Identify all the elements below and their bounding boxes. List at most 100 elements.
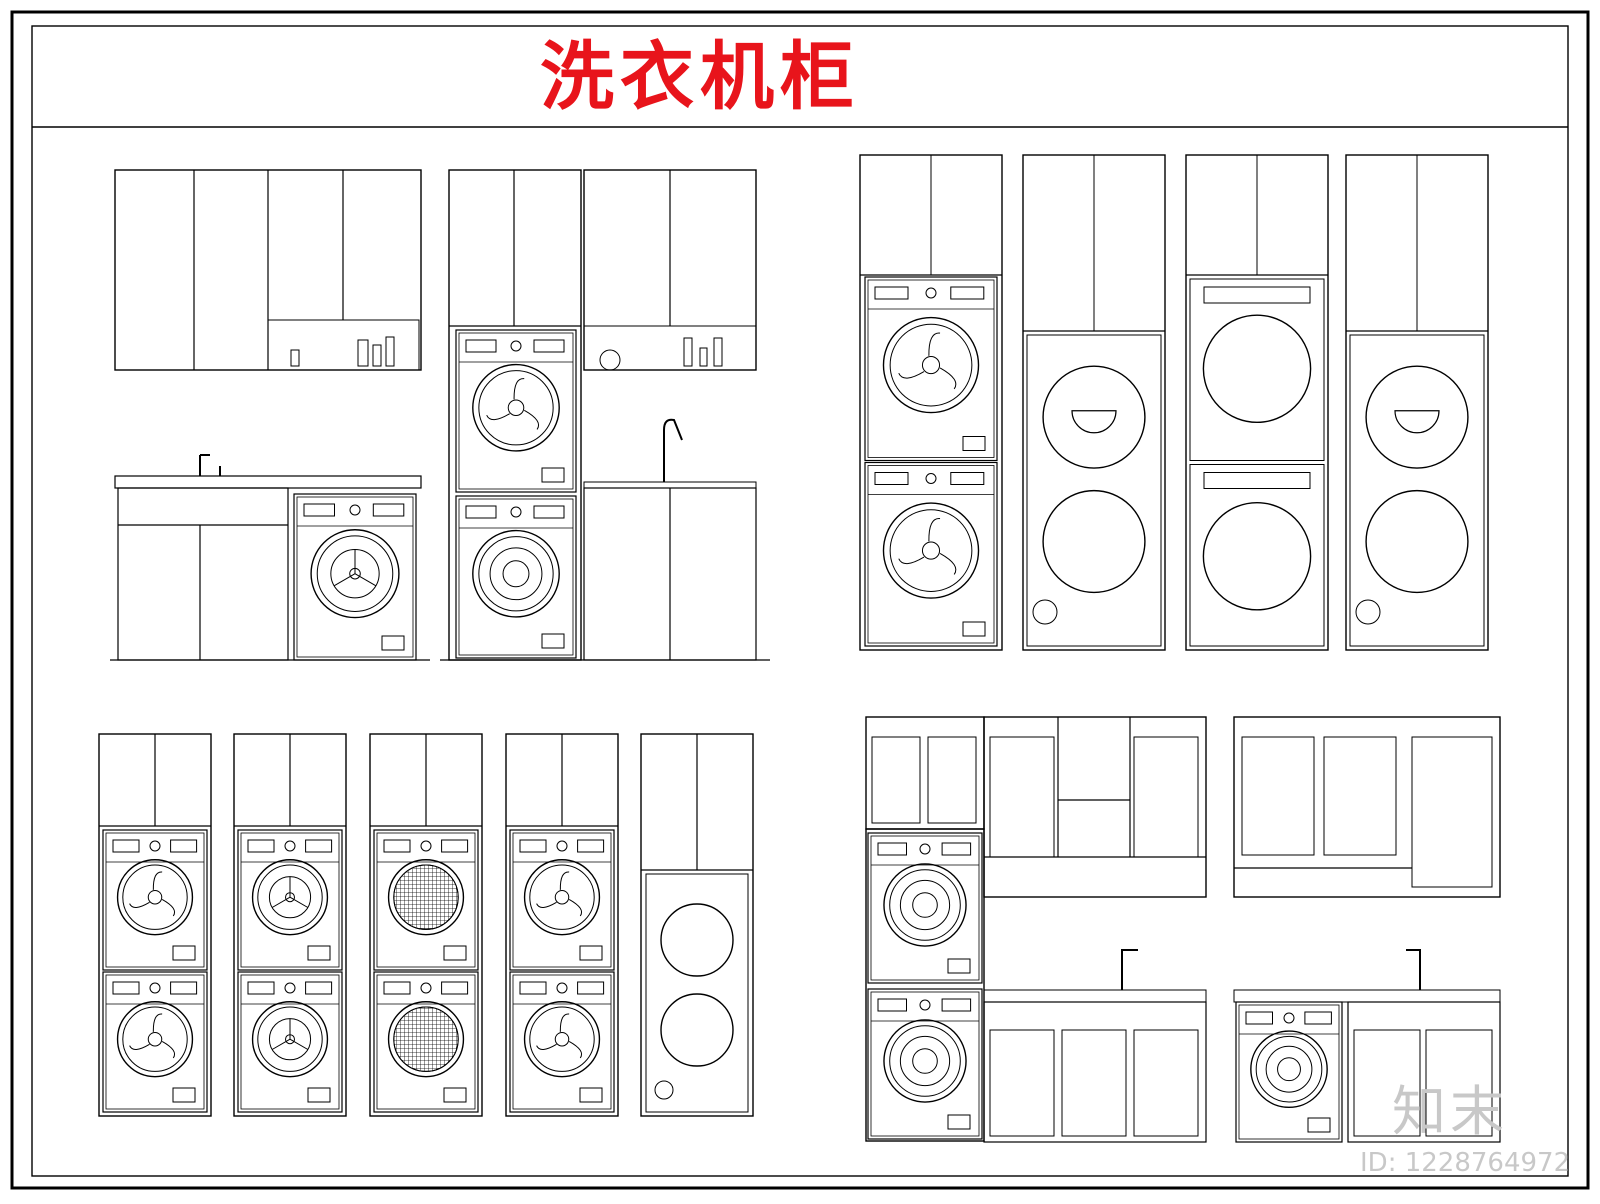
bottle-icon — [700, 348, 707, 366]
display-panel — [442, 982, 468, 994]
detergent-drawer — [113, 982, 139, 994]
front-load-washer-icon — [294, 494, 416, 660]
countertop — [584, 482, 756, 488]
drum-paddle — [162, 899, 174, 916]
front-load-washer-icon — [456, 496, 576, 658]
drum-hub — [555, 890, 568, 903]
bowl-icon — [600, 350, 620, 370]
door-glass — [123, 865, 187, 929]
dial-knob — [557, 983, 567, 993]
dial-knob — [1284, 1013, 1294, 1023]
filter-hatch — [580, 1088, 602, 1102]
washer-inner-edge — [871, 836, 979, 980]
drum-ring — [900, 1036, 949, 1085]
upper-handle — [1395, 411, 1439, 433]
bottle-icon — [358, 340, 368, 366]
washer-inner-edge — [106, 975, 204, 1109]
upper-panel — [1204, 287, 1310, 303]
dial-knob — [150, 841, 160, 851]
display-panel — [171, 840, 197, 852]
lower-drum — [1203, 503, 1310, 610]
front-load-washer-icon — [510, 830, 614, 970]
front-load-washer-icon — [868, 833, 982, 983]
front-load-washer-icon — [103, 830, 207, 970]
drum-hub — [555, 1032, 568, 1045]
full-wall-laundry-elevation-left — [866, 717, 1206, 1142]
drum-spoke — [355, 574, 376, 586]
lower-drum — [1366, 491, 1468, 593]
drum-hub — [922, 357, 939, 374]
front-load-washer-icon — [510, 972, 614, 1112]
drum-paddle — [524, 410, 538, 429]
lower-drum — [661, 994, 733, 1066]
bottle-icon — [714, 338, 722, 366]
door-ring — [883, 318, 978, 413]
filter-hatch — [173, 946, 195, 960]
tall-cabinet — [866, 829, 984, 1141]
drum-paddle — [929, 519, 940, 542]
drum-paddle — [929, 333, 940, 356]
filter-hatch — [542, 468, 564, 482]
drum-paddle — [487, 414, 510, 420]
base-cabinet — [118, 488, 288, 660]
small-column-combo — [641, 734, 753, 1116]
small-column — [370, 734, 482, 1116]
small-stacked-column-elevations — [99, 734, 753, 1116]
washer-inner-edge — [106, 833, 204, 967]
washer-body — [294, 494, 416, 660]
drum-paddle — [537, 902, 557, 907]
outline — [928, 737, 976, 823]
detergent-drawer — [520, 840, 546, 852]
detergent-drawer — [520, 982, 546, 994]
display-panel — [1305, 1012, 1332, 1024]
drum-paddle — [537, 1044, 557, 1049]
dial-knob — [511, 507, 521, 517]
door-ring — [473, 531, 559, 617]
door-ring — [118, 860, 193, 935]
outline — [1242, 737, 1314, 855]
display-panel — [578, 840, 604, 852]
small-column — [99, 734, 211, 1116]
door-glass — [890, 324, 972, 406]
combo-unit — [646, 874, 748, 1112]
upper-unit — [1190, 279, 1324, 461]
door-ring — [118, 1002, 193, 1077]
detergent-drawer — [875, 473, 908, 485]
dial-knob — [920, 844, 930, 854]
power-button — [1033, 600, 1057, 624]
drum-ring — [900, 880, 949, 929]
drum-ring — [1266, 1046, 1312, 1092]
filter-hatch — [580, 946, 602, 960]
drum-spoke — [272, 1039, 290, 1049]
dial-knob — [920, 1000, 930, 1010]
display-panel — [534, 506, 564, 518]
filter-hatch — [382, 636, 404, 650]
front-load-washer-icon — [103, 972, 207, 1112]
detergent-drawer — [878, 843, 907, 855]
full-wall-laundry-elevation-right — [1234, 717, 1500, 1142]
filter-hatch — [1308, 1118, 1330, 1132]
door-glass — [890, 510, 972, 592]
outline — [1062, 1030, 1126, 1136]
sink-faucet-icon — [1122, 950, 1138, 990]
washer-inner-edge — [241, 833, 339, 967]
drum-spoke — [272, 897, 290, 907]
outline — [1324, 737, 1396, 855]
filter-hatch — [948, 959, 970, 973]
detergent-drawer — [248, 982, 274, 994]
display-panel — [306, 840, 332, 852]
door-glass — [479, 371, 553, 445]
detergent-drawer — [113, 840, 139, 852]
washer-inner-edge — [868, 466, 994, 644]
detergent-drawer — [466, 340, 496, 352]
dial-knob — [557, 841, 567, 851]
drum-paddle — [560, 1014, 569, 1032]
drum-hub — [508, 400, 524, 416]
detergent-drawer — [1246, 1012, 1273, 1024]
inner-border — [32, 26, 1568, 1176]
power-button — [1356, 600, 1380, 624]
display-panel — [942, 999, 971, 1011]
drum-paddle — [569, 899, 581, 916]
display-panel — [373, 504, 404, 516]
countertop — [115, 476, 421, 488]
